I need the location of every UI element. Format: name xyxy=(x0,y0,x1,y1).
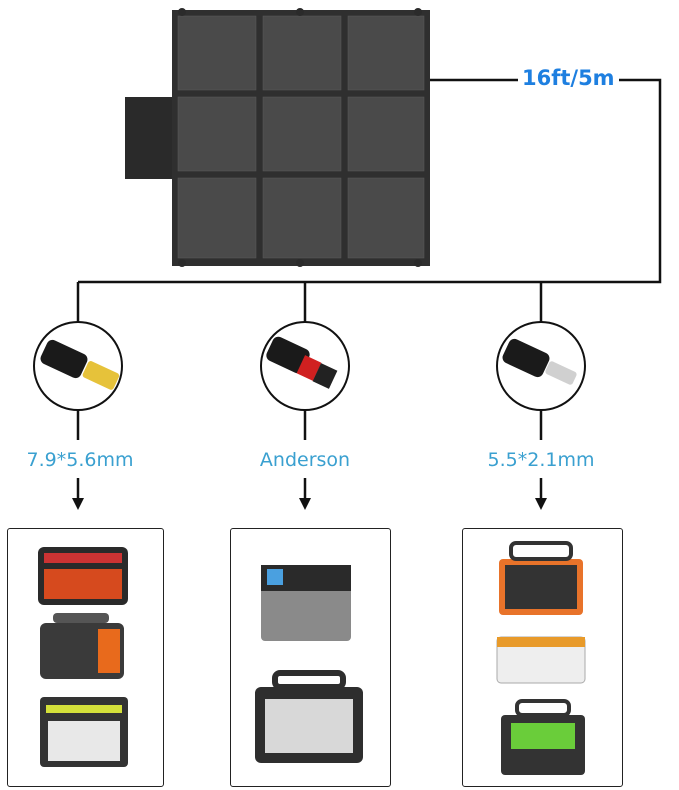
power-station-images xyxy=(255,565,363,763)
connector-label-5521: 5.5*2.1mm xyxy=(487,449,595,471)
compatible-devices-box-1 xyxy=(7,528,164,787)
anderson-connector-icon xyxy=(260,321,350,411)
compatible-devices-box-3 xyxy=(462,528,623,787)
compatible-devices-box-2 xyxy=(230,528,391,787)
connector-label-7956: 7.9*5.6mm xyxy=(26,449,134,471)
cable-length-label: 16ft/5m xyxy=(518,66,619,90)
solar-panel xyxy=(172,8,430,267)
dc-barrel-5521-icon xyxy=(496,321,586,411)
power-station-images xyxy=(38,547,128,767)
dc-barrel-7956-icon xyxy=(33,321,123,411)
power-station-images xyxy=(496,541,586,775)
arrow-icons xyxy=(72,498,547,510)
panel-flap xyxy=(125,97,175,179)
connector-label-anderson: Anderson xyxy=(259,449,351,471)
